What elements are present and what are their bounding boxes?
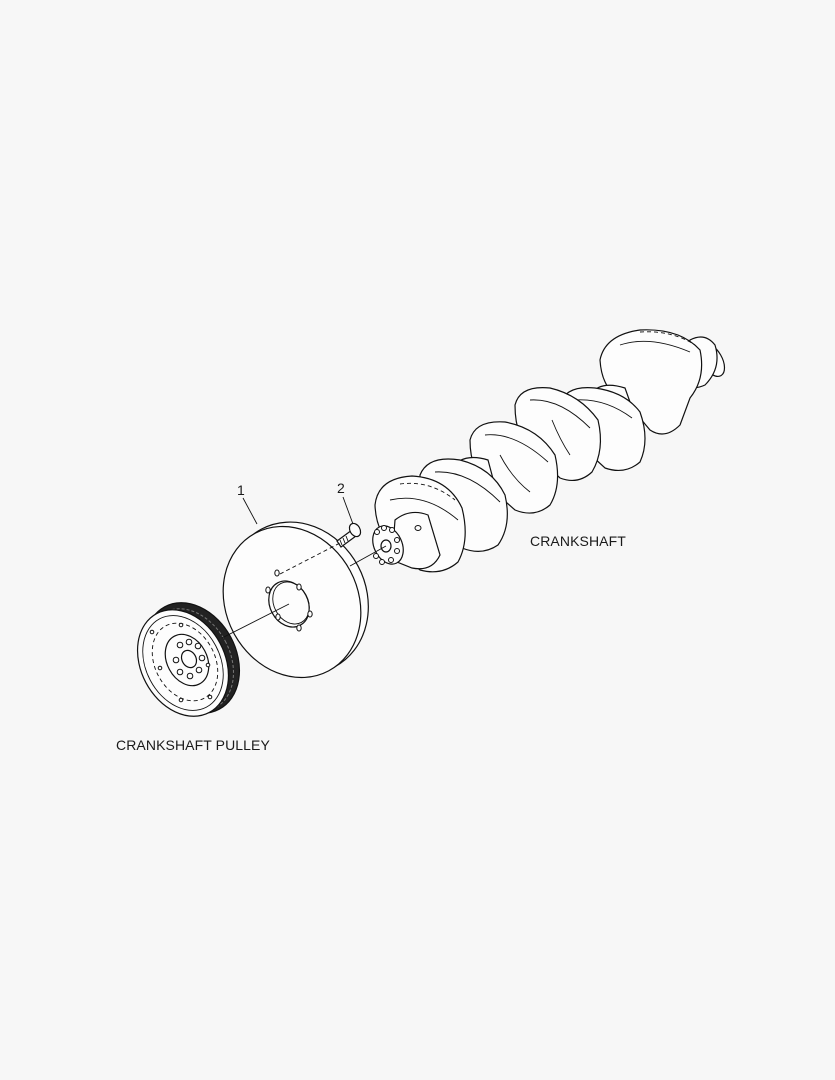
leader-lines <box>242 496 354 525</box>
callout-1: 1 <box>237 482 245 498</box>
spacer-plate-drawing <box>222 521 369 679</box>
crankshaft-drawing <box>372 329 726 573</box>
callout-2: 2 <box>337 480 345 496</box>
crankshaft-pulley-drawing <box>136 602 241 717</box>
bolt-drawing <box>336 522 362 548</box>
assembly-lines <box>221 542 387 639</box>
crankshaft-pulley-label: CRANKSHAFT PULLEY <box>116 737 270 753</box>
crankshaft-label: CRANKSHAFT <box>530 533 626 549</box>
